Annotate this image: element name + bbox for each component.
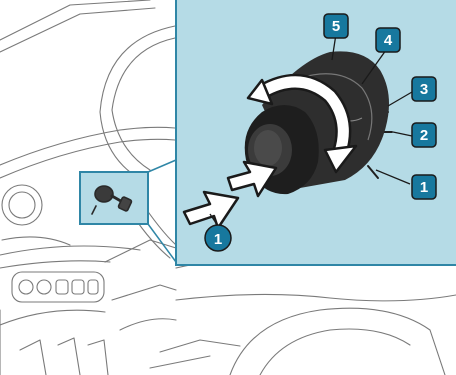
callout-badge-5: 5 [324, 14, 348, 38]
callout-label-1-lever: 1 [420, 179, 428, 196]
callout-badge-1-lever: 1 [412, 175, 436, 199]
callout-badge-2: 2 [412, 123, 436, 147]
ignition-lock-highlight [80, 160, 176, 262]
callout-label-2: 2 [420, 127, 428, 144]
callout-label-3: 3 [420, 81, 428, 98]
callout-label-4: 4 [384, 32, 393, 49]
callout-badge-1-push: 1 [205, 225, 231, 251]
callout-label-1-push: 1 [214, 231, 222, 248]
callout-label-5: 5 [332, 18, 340, 35]
callout-badge-3: 3 [412, 77, 436, 101]
callout-badge-4: 4 [376, 28, 400, 52]
